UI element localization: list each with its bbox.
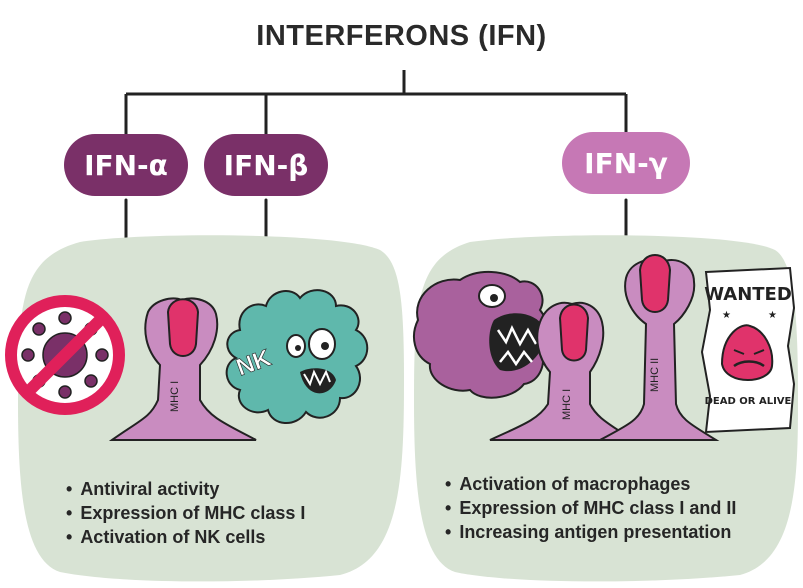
ifn-alpha-node: IFN-α (64, 134, 188, 196)
list-item: Increasing antigen presentation (445, 520, 736, 544)
right-effects-list: Activation of macrophages Expression of … (445, 472, 736, 544)
macrophage-icon (413, 270, 548, 399)
ifn-beta-node: IFN-β (204, 134, 328, 196)
mhc-i-receptor-right: MHC I (489, 301, 635, 441)
list-item: Activation of NK cells (66, 525, 305, 549)
star-icon: ★ (722, 310, 731, 321)
mhc-i-receptor-left: MHC I (108, 297, 257, 441)
list-item: Expression of MHC class I and II (445, 496, 736, 520)
mhc-i-label-left: MHC I (169, 381, 181, 412)
wanted-poster-icon: WANTED ★ ★ DEAD OR ALIVE (700, 266, 796, 434)
star-icon: ★ (768, 310, 777, 321)
wanted-title: WANTED (704, 284, 792, 305)
ifn-gamma-node: IFN-γ (562, 132, 690, 194)
mhc-ii-label: MHC II (649, 358, 661, 392)
left-effects-list: Antiviral activity Expression of MHC cla… (66, 477, 305, 549)
wanted-footer: DEAD OR ALIVE (705, 396, 792, 407)
list-item: Antiviral activity (66, 477, 305, 501)
no-symbol-icon (5, 295, 125, 415)
list-item: Activation of macrophages (445, 472, 736, 496)
list-item: Expression of MHC class I (66, 501, 305, 525)
mhc-i-label-right: MHC I (561, 389, 573, 420)
diagram-title: INTERFERONS (IFN) (256, 20, 547, 52)
nk-cell-icon: NK (225, 289, 369, 424)
mhc-ii-receptor: MHC II (599, 254, 720, 441)
connector-tree (124, 70, 628, 134)
